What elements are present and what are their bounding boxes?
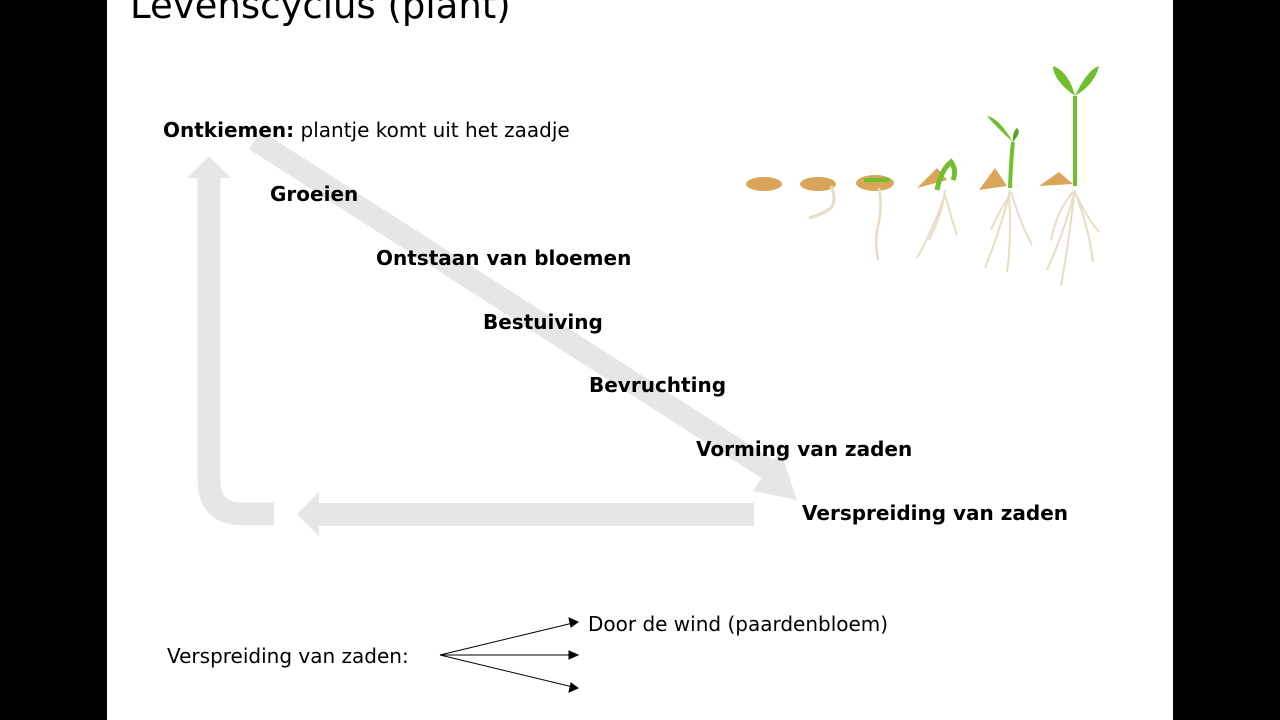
step-ontstaan-van-bloemen: Ontstaan van bloemen [376, 248, 631, 268]
left-arrow [187, 156, 274, 526]
slide-title: Levenscyclus (plant) [130, 0, 511, 27]
step-groeien: Groeien [270, 184, 358, 204]
cycle-arrows [187, 66, 1100, 693]
step-label: Vorming van zaden [696, 437, 913, 461]
step-label: Groeien [270, 182, 359, 206]
seed-germination-stages-image [746, 66, 1100, 287]
dispersal-arrows [439, 617, 580, 693]
seed-stage-2-icon [800, 177, 836, 220]
bottom-arrow [297, 492, 754, 536]
step-label: Verspreiding van zaden [802, 501, 1068, 525]
diagonal-arrow [249, 130, 797, 500]
seed-stage-1-icon [746, 177, 782, 191]
step-term: Ontkiemen: [163, 118, 295, 142]
step-description: plantje komt uit het zaadje [300, 118, 570, 142]
step-bevruchting: Bevruchting [589, 375, 726, 395]
step-label: Bevruchting [589, 373, 727, 397]
seed-stage-5-icon [979, 116, 1033, 273]
step-ontkiemen: Ontkiemen: plantje komt uit het zaadje [163, 120, 570, 140]
dispersal-label: Verspreiding van zaden: [167, 644, 409, 668]
slide: Levenscyclus (plant) Ontkiemen: plantje … [107, 0, 1173, 720]
seed-stage-3-icon [856, 175, 894, 261]
step-vorming-van-zaden: Vorming van zaden [696, 439, 912, 459]
seed-stage-4-icon [916, 158, 958, 259]
step-label: Bestuiving [483, 310, 603, 334]
step-bestuiving: Bestuiving [483, 312, 603, 332]
dispersal-method-wind: Door de wind (paardenbloem) [588, 612, 889, 636]
seed-stage-6-icon [1039, 66, 1100, 287]
step-verspreiding-van-zaden: Verspreiding van zaden [802, 503, 1068, 523]
step-label: Ontstaan van bloemen [376, 246, 632, 270]
